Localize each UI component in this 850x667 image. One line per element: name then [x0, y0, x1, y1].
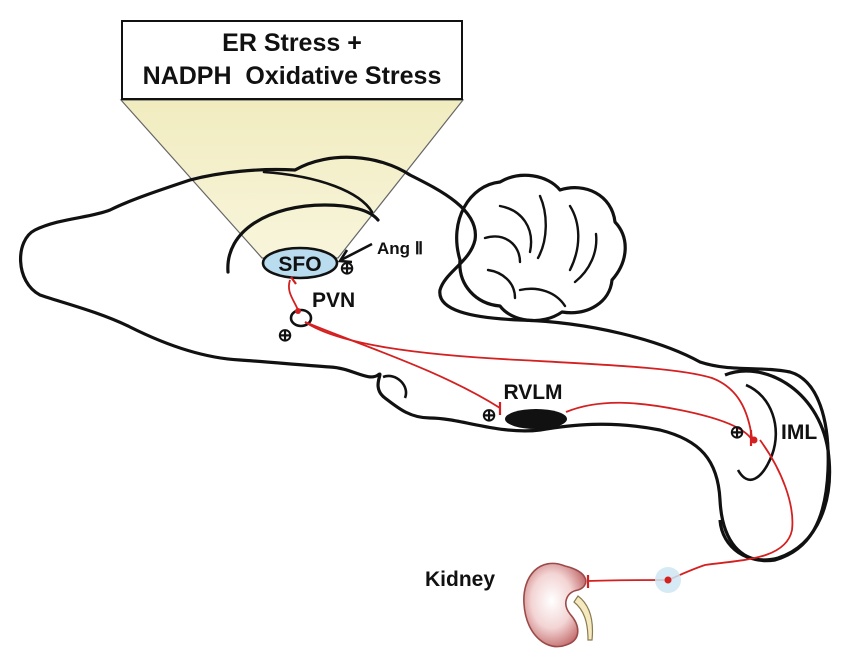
callout-line-1: ER Stress +	[222, 29, 362, 57]
cerebrum-outline	[19, 155, 830, 563]
synapse-terminals	[295, 308, 758, 584]
rvlm-label: RVLM	[503, 381, 562, 404]
ang2-arrowhead	[337, 249, 353, 264]
sfo-nucleus	[261, 246, 339, 280]
plus-sfo: ⊕	[339, 258, 354, 278]
kidney	[523, 562, 594, 648]
sympathetic-pathways	[288, 279, 794, 582]
ganglion-terminal	[664, 576, 672, 584]
synapse-bars	[290, 276, 753, 588]
plus-iml: ⊕	[729, 422, 744, 442]
spinal-cord-section	[718, 369, 832, 562]
kidney-label: Kidney	[425, 568, 495, 591]
excitatory-markers: ⊕ ⊕ ⊕ ⊕	[277, 258, 744, 442]
callout-cone	[119, 99, 465, 259]
iml-label: IML	[781, 421, 817, 444]
sfo-label: SFO	[278, 253, 321, 276]
inner-fold	[262, 170, 374, 214]
ang2-arrow	[340, 242, 373, 262]
plus-pvn: ⊕	[277, 325, 292, 345]
cerebellum	[455, 173, 627, 323]
pvn-label: PVN	[312, 289, 355, 312]
plus-rvlm: ⊕	[481, 405, 496, 425]
corpus-callosum	[226, 203, 380, 274]
brainstem-indent	[382, 374, 408, 399]
callout-line-2: NADPH Oxidative Stress	[142, 62, 442, 90]
ang2-label: Ang Ⅱ	[377, 239, 423, 258]
stress-callout-box: ER Stress + NADPH Oxidative Stress	[121, 20, 463, 100]
rvlm-nucleus	[505, 409, 567, 429]
